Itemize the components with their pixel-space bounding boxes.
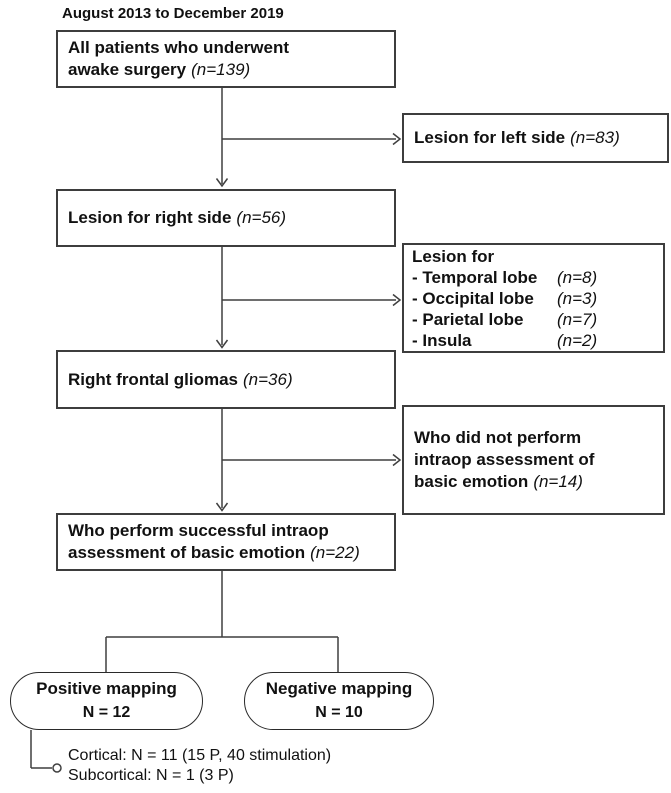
n-value: (n=2)	[557, 330, 598, 350]
box-all-patients: All patients who underwent awake surgery…	[56, 30, 396, 88]
arrow-down-icon	[215, 339, 229, 349]
box-text-line: All patients who underwent	[68, 38, 290, 57]
pill-label: Negative mapping	[265, 679, 413, 698]
cortical-subcortical-note: Cortical: N = 11 (15 P, 40 stimulation) …	[68, 746, 331, 786]
box-lesion-right-side: Lesion for right side(n=56)	[56, 189, 396, 247]
n-value: (n=56)	[236, 208, 287, 227]
arrow-down-icon	[215, 502, 229, 512]
box-lesion-locations: Lesion for - Temporal lobe(n=8) - Occipi…	[402, 243, 665, 353]
note-line-cortical: Cortical: N = 11 (15 P, 40 stimulation)	[68, 747, 332, 764]
date-range-title: August 2013 to December 2019	[62, 5, 284, 22]
n-value: (n=139)	[191, 60, 251, 79]
note-line-subcortical: Subcortical: N = 1 (3 P)	[68, 767, 234, 784]
box-text-line: awake surgery(n=139)	[68, 60, 251, 79]
arrow-right-icon	[392, 453, 402, 467]
n-value: (n=83)	[570, 128, 620, 147]
arrow-right-icon	[392, 132, 402, 146]
lesion-row-temporal: - Temporal lobe(n=8)	[412, 267, 655, 288]
pill-negative-mapping: Negative mapping N = 10	[244, 672, 434, 730]
n-value: (n=3)	[557, 288, 598, 308]
box-heading: Lesion for	[412, 246, 495, 266]
box-text-line: Who perform successful intraop	[68, 521, 329, 540]
box-text-line: Lesion for left side(n=83)	[414, 128, 620, 147]
arrow-right-icon	[392, 293, 402, 307]
n-value: (n=8)	[557, 267, 598, 287]
n-value: (n=22)	[310, 543, 360, 562]
box-text-line: Who did not perform	[414, 428, 582, 447]
note-circle-icon	[52, 763, 62, 773]
box-text-line: intraop assessment of	[414, 450, 595, 469]
box-text-line: Lesion for right side(n=56)	[68, 208, 287, 227]
n-value: (n=36)	[243, 369, 293, 389]
pill-count: N = 10	[315, 704, 363, 721]
box-successful-intraop: Who perform successful intraop assessmen…	[56, 513, 396, 571]
box-right-frontal-gliomas: Right frontal gliomas(n=36)	[56, 350, 396, 409]
lesion-row-parietal: - Parietal lobe(n=7)	[412, 309, 655, 330]
pill-count: N = 12	[82, 704, 131, 721]
box-lesion-left-side: Lesion for left side(n=83)	[402, 113, 669, 163]
box-text-line: Right frontal gliomas(n=36)	[68, 369, 293, 389]
lesion-row-occipital: - Occipital lobe(n=3)	[412, 288, 655, 309]
n-value: (n=14)	[533, 472, 583, 491]
arrow-down-icon	[215, 178, 229, 188]
lesion-row-insula: - Insula(n=2)	[412, 330, 655, 351]
pill-positive-mapping: Positive mapping N = 12	[10, 672, 203, 730]
pill-label: Positive mapping	[36, 679, 177, 698]
box-text-line: basic emotion(n=14)	[414, 472, 583, 491]
n-value: (n=7)	[557, 309, 598, 329]
box-text-line: assessment of basic emotion(n=22)	[68, 543, 360, 562]
box-no-intraop-assessment: Who did not perform intraop assessment o…	[402, 405, 665, 515]
